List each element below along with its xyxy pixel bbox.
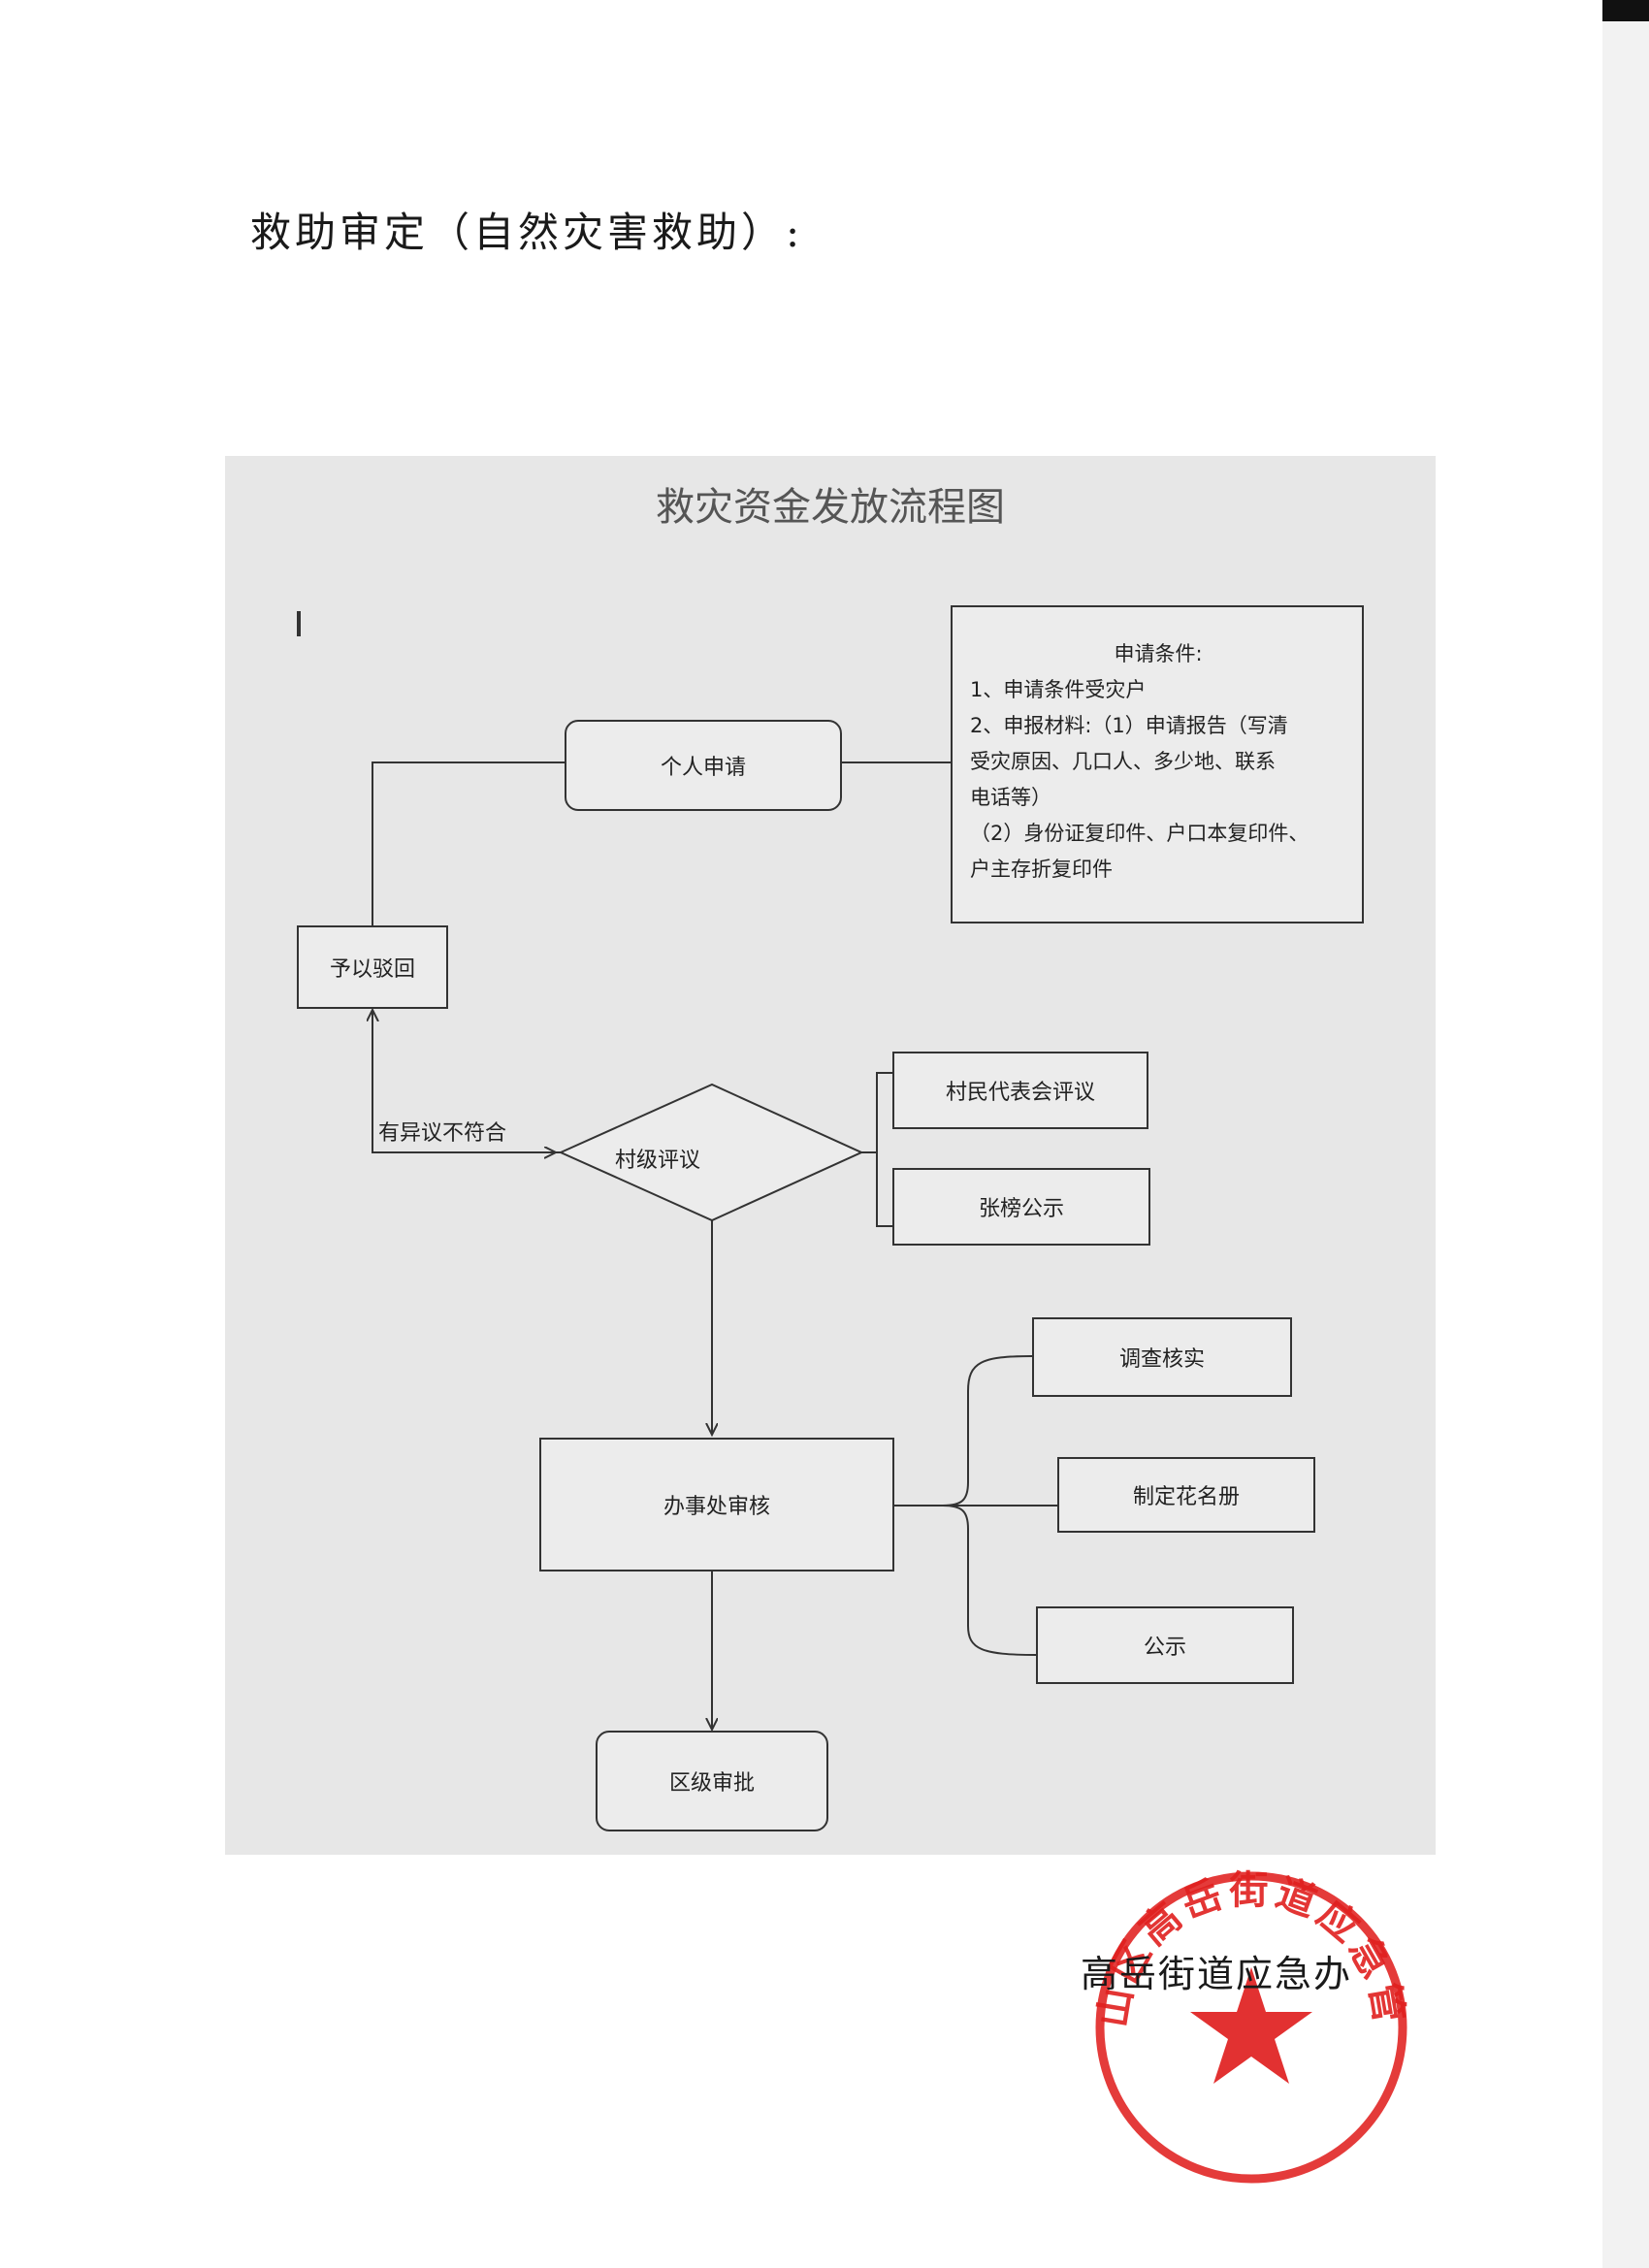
conditions-line-3: 受灾原因、几口人、多少地、联系 bbox=[970, 750, 1276, 773]
node-personal-application: 个人申请 bbox=[565, 720, 842, 811]
node-village-review-label: 村级评议 bbox=[614, 1149, 700, 1173]
node-public-posting: 张榜公示 bbox=[892, 1168, 1150, 1246]
node-office-review: 办事处审核 bbox=[539, 1438, 894, 1571]
conditions-line-2: 2、申报材料:（1）申请报告（写清 bbox=[970, 714, 1288, 737]
scan-edge-bar bbox=[1602, 0, 1649, 21]
flowchart-title: 救灾资金发放流程图 bbox=[656, 485, 1005, 530]
node-villager-representatives: 村民代表会评议 bbox=[892, 1052, 1148, 1129]
node-roster: 制定花名册 bbox=[1057, 1457, 1315, 1533]
conditions-line-1: 1、申请条件受灾户 bbox=[970, 678, 1147, 701]
signature-text: 高岳街道应急办 bbox=[1081, 1953, 1353, 1995]
section-heading: 救助审定（自然灾害救助）: bbox=[250, 209, 804, 256]
conditions-title: 申请条件: bbox=[1114, 642, 1203, 665]
conditions-box: 申请条件: 1、申请条件受灾户 2、申报材料:（1）申请报告（写清 受灾原因、几… bbox=[951, 605, 1364, 923]
cursor-mark bbox=[297, 611, 301, 636]
node-reject: 予以驳回 bbox=[297, 925, 448, 1009]
bracket-office bbox=[942, 1355, 1037, 1656]
node-publicize: 公示 bbox=[1036, 1606, 1294, 1684]
seal-ring bbox=[1095, 1871, 1407, 2184]
conditions-line-4: 电话等） bbox=[970, 786, 1051, 809]
scan-page-edge bbox=[1602, 0, 1649, 2268]
seal-star-icon bbox=[1190, 1967, 1312, 2084]
node-investigate: 调查核实 bbox=[1032, 1317, 1292, 1397]
bracket-village bbox=[876, 1072, 892, 1227]
official-seal: 泰安市泰山区高岳街道应急管理办公室 bbox=[1090, 1866, 1407, 2184]
node-district-approval: 区级审批 bbox=[596, 1731, 828, 1831]
conditions-line-6: 户主存折复印件 bbox=[970, 858, 1113, 881]
flowchart-connectors bbox=[225, 761, 1057, 1855]
edge-label-objection: 有异议不符合 bbox=[378, 1121, 507, 1146]
conditions-line-5: （2）身份证复印件、户口本复印件、 bbox=[970, 822, 1310, 845]
connector-apply-reject bbox=[372, 761, 565, 925]
flowchart-panel: 救灾资金发放流程图 个人申请 予以驳回 村级评议 有异议不符合 村民代表会评议 … bbox=[225, 456, 1436, 1855]
